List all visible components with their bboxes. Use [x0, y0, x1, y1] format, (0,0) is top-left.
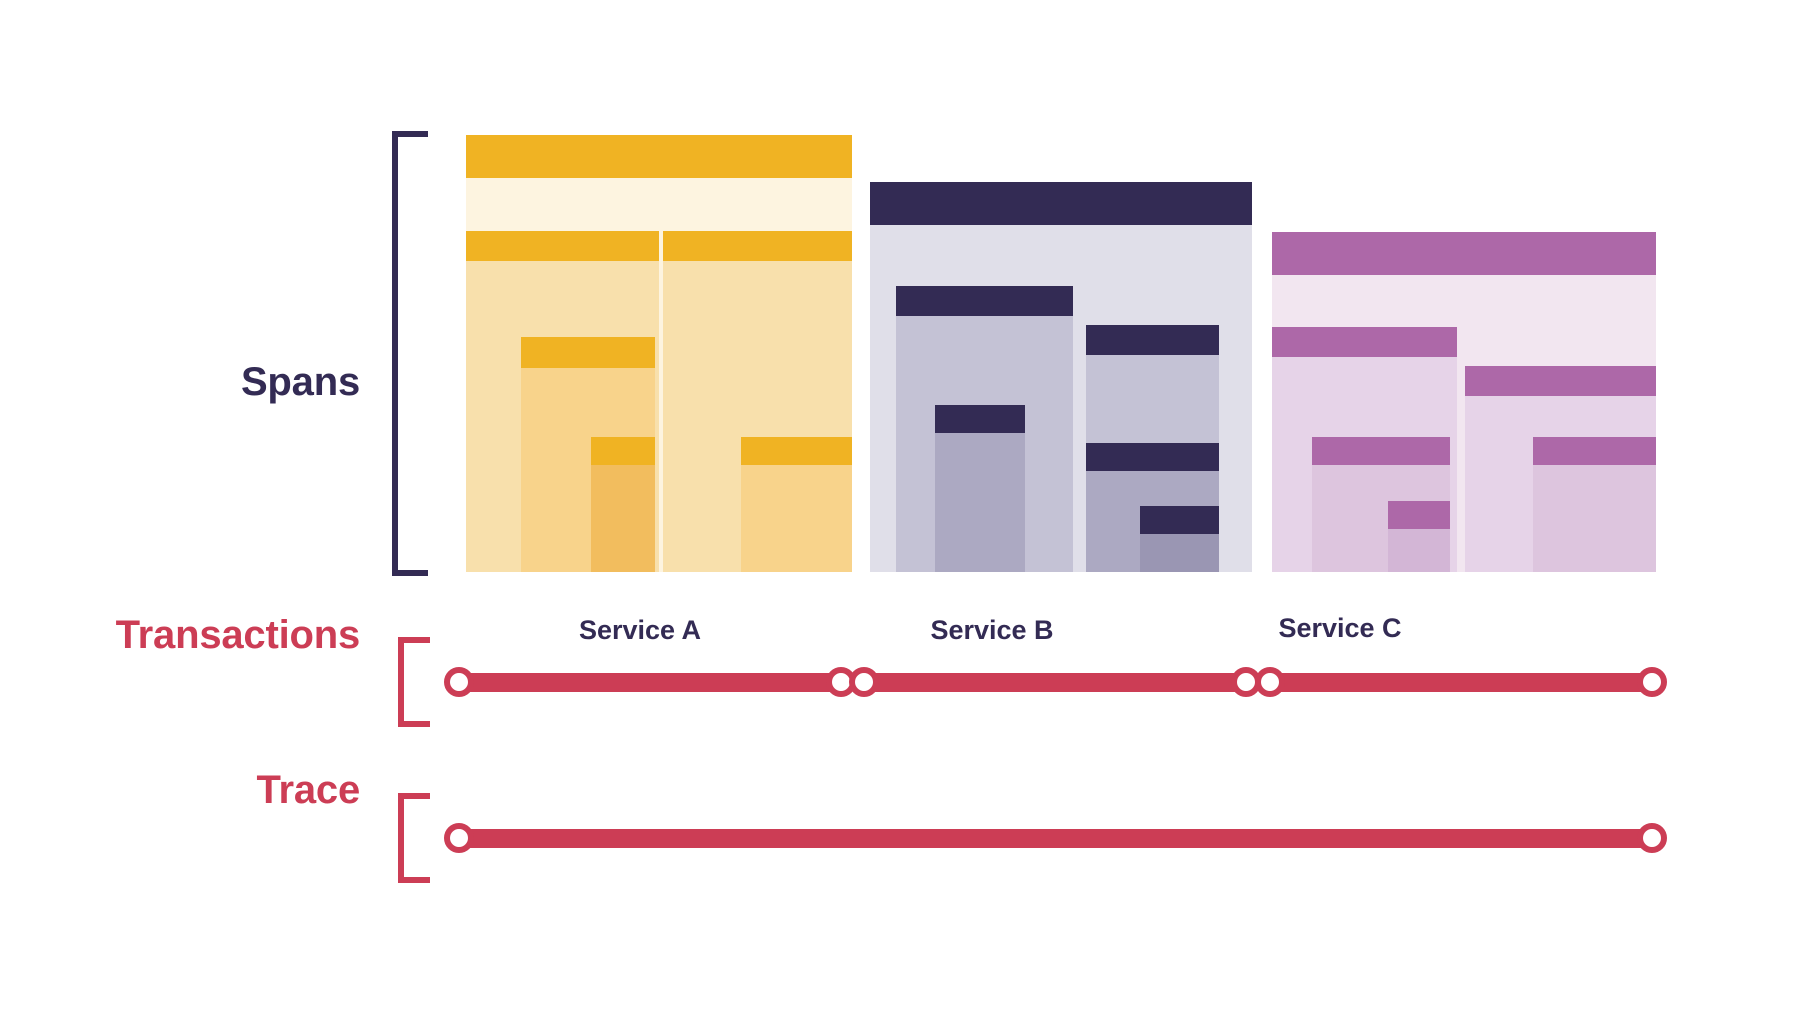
- span-b-child-2-head: [1086, 325, 1219, 355]
- span-b-grandchild-1-head: [935, 405, 1025, 433]
- trace-bracket: [398, 793, 430, 883]
- span-b-root-head: [870, 182, 1252, 225]
- transaction-c-start-marker[interactable]: [1255, 667, 1285, 697]
- span-b-leaf-1[interactable]: [1140, 506, 1219, 572]
- spans-bracket: [392, 131, 428, 576]
- trace-row-label: Trace: [256, 768, 360, 812]
- spans-chart: [466, 135, 1656, 572]
- span-b-child-1-head: [896, 286, 1073, 316]
- transactions-bracket: [398, 637, 430, 727]
- span-c-grandchild-2-head: [1533, 437, 1656, 465]
- span-a-child-1-head: [466, 231, 659, 261]
- span-b-leaf-1-head: [1140, 506, 1219, 534]
- service-caption-service-c: Service C: [1278, 613, 1402, 643]
- span-group-service-b: [870, 182, 1252, 572]
- span-c-grandchild-1-head: [1312, 437, 1450, 465]
- span-a-grandchild-2[interactable]: [741, 437, 852, 572]
- trace-full-end-marker[interactable]: [1637, 823, 1667, 853]
- transaction-c-end-marker[interactable]: [1637, 667, 1667, 697]
- span-a-child-2-head: [663, 231, 852, 261]
- span-b-grandchild-2-head: [1086, 443, 1219, 471]
- trace-full-line[interactable]: [459, 829, 1652, 848]
- spans-row-label: Spans: [240, 360, 360, 404]
- span-a-grandchild-2-head: [741, 437, 852, 465]
- span-c-grandchild-2[interactable]: [1533, 437, 1656, 572]
- span-group-service-c: [1272, 232, 1656, 572]
- transaction-c-line[interactable]: [1270, 673, 1652, 692]
- transaction-b-start-marker[interactable]: [849, 667, 879, 697]
- span-c-leaf-1[interactable]: [1388, 501, 1450, 572]
- span-a-leaf-1[interactable]: [591, 437, 655, 572]
- span-c-leaf-1-head: [1388, 501, 1450, 529]
- span-c-child-1-head: [1272, 327, 1457, 357]
- transactions-row-label: Transactions: [115, 613, 361, 657]
- span-a-grandchild-1-head: [521, 337, 655, 368]
- span-c-child-2-head: [1465, 366, 1656, 396]
- transaction-a-line[interactable]: [459, 673, 841, 692]
- span-b-grandchild-1[interactable]: [935, 405, 1025, 572]
- span-c-root-head: [1272, 232, 1656, 275]
- span-a-root-head: [466, 135, 852, 178]
- trace-full-start-marker[interactable]: [444, 823, 474, 853]
- span-group-service-a: [466, 135, 852, 572]
- transaction-b-line[interactable]: [864, 673, 1246, 692]
- service-caption-service-b: Service B: [930, 615, 1054, 645]
- transaction-a-start-marker[interactable]: [444, 667, 474, 697]
- span-a-leaf-1-head: [591, 437, 655, 465]
- service-caption-service-a: Service A: [578, 615, 702, 645]
